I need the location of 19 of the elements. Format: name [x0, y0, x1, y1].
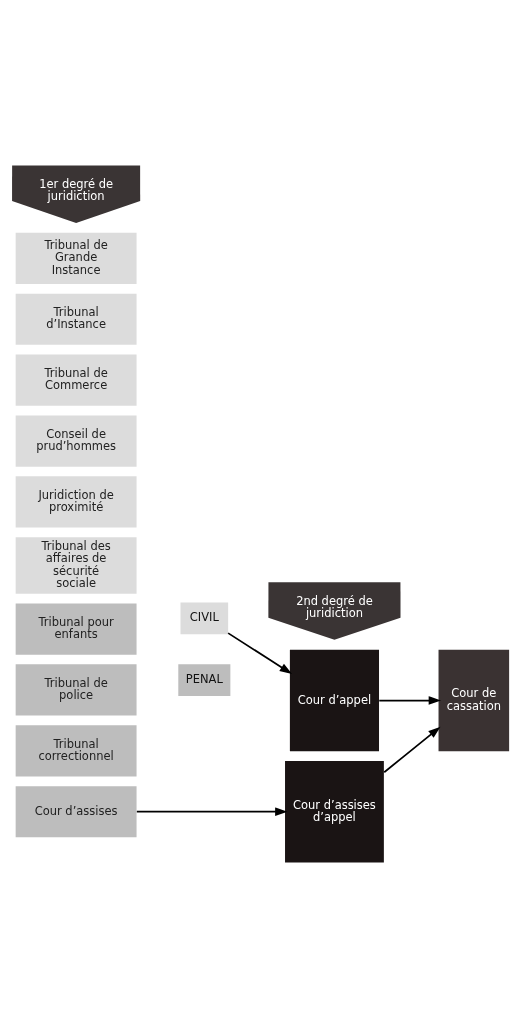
node-box: Tribunal d’Instance [15, 293, 137, 345]
arrow [227, 632, 293, 674]
node-box: Cour d’assises d’appel [285, 761, 384, 863]
node-box: Cour de cassation [438, 649, 510, 752]
node-box: Conseil de prud’hommes [15, 415, 137, 467]
node-box: Tribunal de police [15, 664, 137, 716]
node-box: Tribunal de Grande Instance [15, 232, 137, 284]
node-box: Juridiction de proximité [15, 476, 137, 528]
node-box: Tribunal de Commerce [15, 354, 137, 406]
node-box: Cour d’appel [289, 649, 379, 752]
arrow [135, 807, 288, 817]
node-box: PENAL [178, 664, 231, 697]
node-box: Cour d’assises [15, 786, 137, 838]
node-box: Tribunal des affaires de sécurité sociale [15, 537, 137, 594]
node-box: Tribunal pour enfants [15, 603, 137, 655]
arrow [378, 696, 442, 705]
arrow [383, 726, 441, 774]
node-box: CIVIL [180, 602, 229, 635]
node-box: Tribunal correctionnel [15, 725, 137, 777]
